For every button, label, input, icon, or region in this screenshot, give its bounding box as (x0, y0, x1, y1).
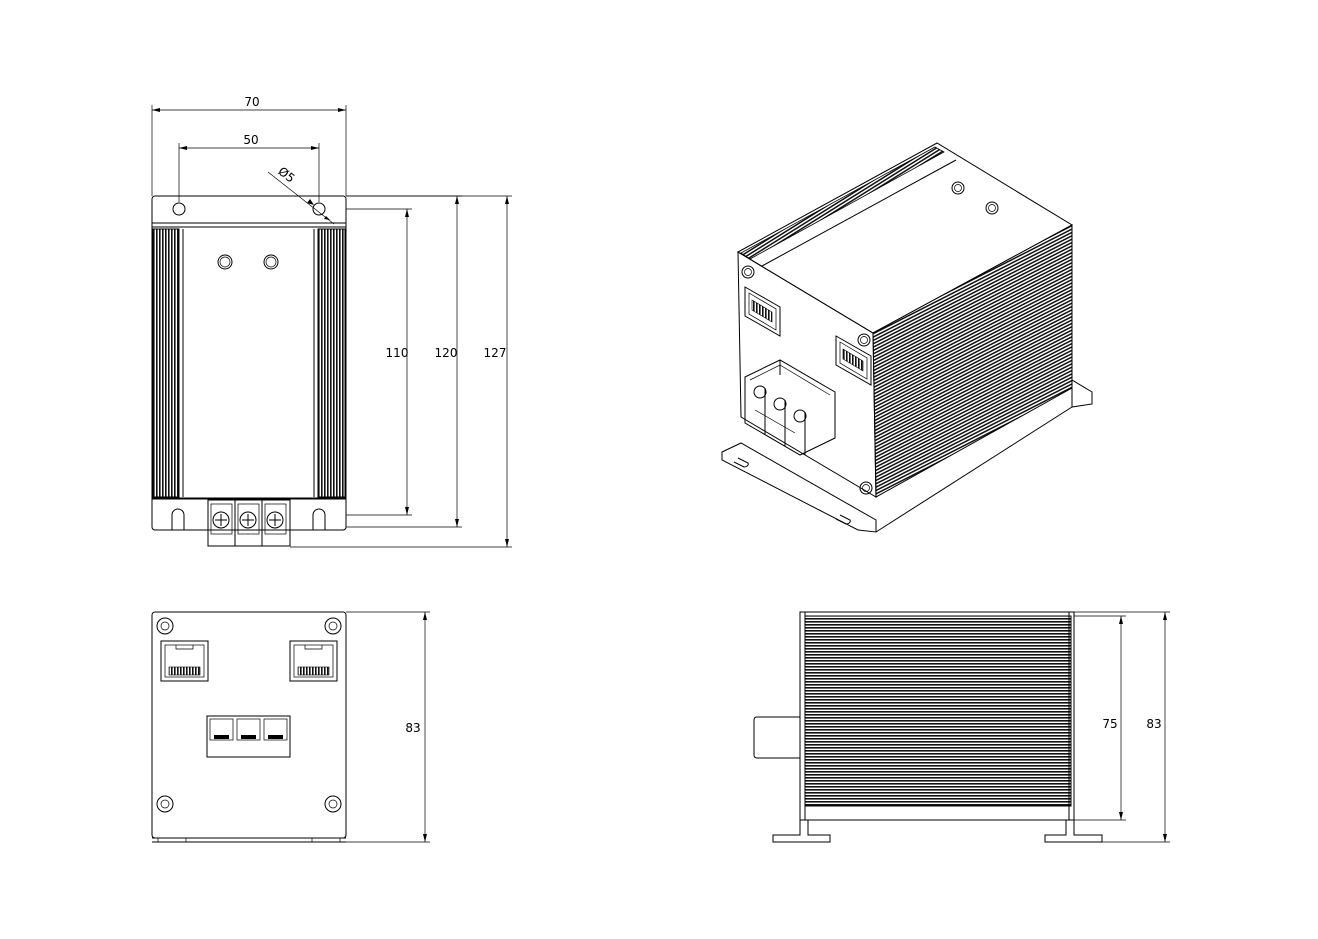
iso-top-hole-1 (951, 181, 965, 195)
iso-flange-slot-2 (835, 514, 851, 525)
screw-icon (239, 511, 257, 529)
front-panel-hole-left (217, 254, 233, 270)
dim-height-inner-label: 110 (386, 346, 409, 360)
end-corner-screw (324, 795, 342, 813)
iso-rj45-port-2 (835, 335, 872, 386)
side-terminal-protrusion (753, 716, 800, 759)
side-dim-height-outer-label: 83 (1146, 717, 1161, 731)
side-view: 75 83 (753, 611, 1170, 843)
dim-hole-diameter-label: Ø5 (275, 164, 297, 186)
dim-height-outer-label: 127 (484, 346, 507, 360)
end-dim-height-label: 83 (405, 721, 420, 735)
dim-width-outer: 70 (151, 95, 347, 196)
side-foot-right (1044, 820, 1103, 843)
iso-flange-back (1071, 379, 1093, 408)
side-fins (804, 615, 1072, 807)
dim-height-mid: 120 (346, 195, 462, 528)
end-terminal-block (206, 715, 291, 758)
end-view: 83 (151, 611, 430, 843)
dim-hole-spacing: 50 (178, 133, 320, 202)
screw-icon (212, 511, 230, 529)
isometric-view (721, 142, 1093, 533)
iso-top-fins (740, 146, 945, 260)
dim-hole-spacing-label: 50 (243, 133, 258, 147)
iso-top-hole-2 (985, 201, 999, 215)
end-rj45-port-left (160, 640, 209, 682)
iso-side-fins (872, 224, 1073, 498)
end-corner-screw (156, 795, 174, 813)
front-view: 70 50 Ø5 110 120 (151, 95, 512, 548)
side-dim-height-outer: 83 (1074, 611, 1170, 843)
side-dim-height-inner-label: 75 (1102, 717, 1117, 731)
end-corner-screw (324, 617, 342, 635)
front-fins-right (317, 228, 346, 498)
front-fins-left (152, 228, 180, 498)
iso-flange-slot-1 (733, 457, 749, 468)
dim-height-inner: 110 (346, 208, 412, 516)
dim-height-outer: 127 (290, 195, 512, 548)
side-dim-height-inner: 75 (1074, 615, 1126, 821)
end-body-outline (151, 611, 347, 839)
front-body-outline (151, 226, 347, 499)
front-panel-hole-right (263, 254, 279, 270)
side-foot-left (772, 820, 831, 843)
front-terminal-block (207, 499, 291, 547)
dim-width-outer-label: 70 (244, 95, 259, 109)
iso-corner-screw (741, 265, 755, 279)
front-flange-outline (151, 195, 347, 531)
iso-flange-front (721, 442, 877, 533)
iso-corner-screw (857, 333, 871, 347)
iso-corner-screw (859, 481, 873, 495)
dim-hole-diameter: Ø5 (267, 164, 335, 225)
iso-rj45-port-1 (744, 286, 781, 337)
end-corner-screw (156, 617, 174, 635)
end-dim-height: 83 (346, 611, 430, 843)
front-mount-hole-right (312, 202, 326, 216)
iso-terminal-block (744, 359, 836, 456)
front-slot-left (171, 508, 185, 530)
front-mount-hole-left (172, 202, 186, 216)
screw-icon (266, 511, 284, 529)
dim-height-mid-label: 120 (435, 346, 458, 360)
end-rj45-port-right (289, 640, 338, 682)
iso-end-face (737, 251, 877, 498)
front-slot-right (312, 508, 326, 530)
